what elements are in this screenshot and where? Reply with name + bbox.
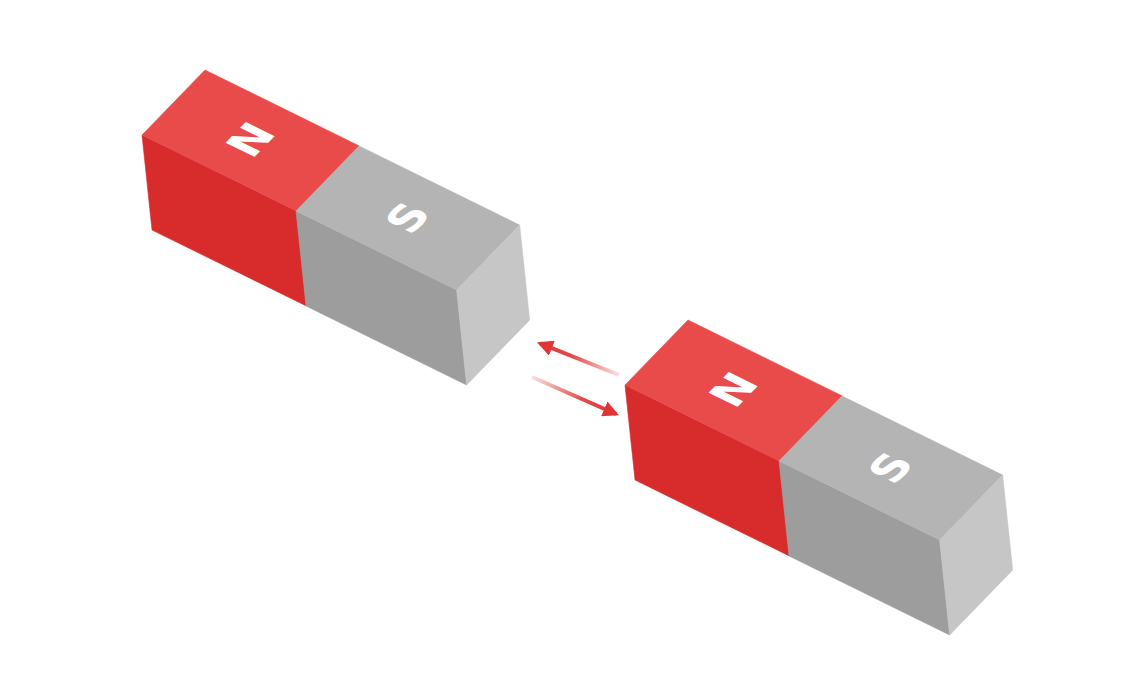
force-arrow [540, 343, 619, 375]
end-face [457, 225, 530, 385]
end-face [940, 475, 1013, 635]
south-pole: S [779, 396, 1013, 635]
force-arrow [532, 377, 616, 414]
magnet-half-shape [296, 146, 530, 385]
magnet-half-shape [779, 396, 1013, 635]
south-pole: S [296, 146, 530, 385]
